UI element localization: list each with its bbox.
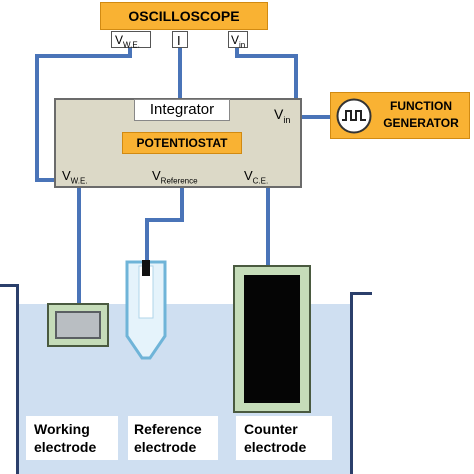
- oscilloscope-box: OSCILLOSCOPE: [100, 2, 268, 30]
- counter-electrode-caption: Counter electrode: [236, 416, 332, 460]
- wire-we-vertical-left: [35, 54, 39, 180]
- integrator-label: Integrator: [134, 99, 230, 121]
- oscilloscope-pin-we: VW.E.: [111, 31, 151, 50]
- counter-caption-line1: Counter: [244, 421, 298, 437]
- potentiostat-title-box: POTENTIOSTAT: [122, 132, 242, 154]
- wire-reference-down: [180, 188, 184, 222]
- wire-we-into-scope: [128, 46, 132, 58]
- potentiostat-vref: VReference: [152, 168, 198, 186]
- potentiostat-vref-sub: Reference: [160, 176, 198, 186]
- function-generator-box: FUNCTION GENERATOR: [330, 92, 470, 139]
- potentiostat-vin: Vin: [274, 106, 290, 125]
- potentiostat-vref-main: V: [152, 168, 161, 183]
- reference-electrode-caption: Reference electrode: [128, 416, 218, 460]
- wire-we-bottom: [35, 178, 61, 182]
- wire-counter-down: [266, 188, 270, 266]
- pin-vin-sub: in: [239, 40, 246, 50]
- oscilloscope-pin-vin: Vin: [228, 31, 248, 50]
- potentiostat-vce-main: V: [244, 168, 253, 183]
- potentiostat-vin-main: V: [274, 106, 284, 122]
- potentiostat-vce-sub: C.E.: [252, 176, 269, 186]
- working-electrode: [47, 303, 109, 347]
- potentiostat-vwe-main: V: [62, 168, 71, 183]
- potentiostat-vwe: VW.E.: [62, 168, 88, 186]
- cell-wall-right: [350, 292, 353, 474]
- reference-caption-line1: Reference: [134, 421, 202, 437]
- wire-reference-left: [145, 218, 184, 222]
- wire-current: [178, 46, 182, 98]
- oscilloscope-title: OSCILLOSCOPE: [128, 8, 240, 24]
- potentiostat-vin-sub: in: [283, 114, 291, 125]
- wire-fg: [300, 115, 330, 119]
- wire-we-top: [35, 54, 132, 58]
- pin-we-sub: W.E.: [123, 40, 140, 50]
- working-electrode-surface: [55, 311, 101, 339]
- function-generator-line1: FUNCTION: [390, 99, 452, 113]
- wire-vin-down: [294, 54, 298, 98]
- function-generator-line2: GENERATOR: [383, 116, 459, 130]
- counter-caption-line2: electrode: [244, 439, 307, 455]
- working-caption-line2: electrode: [34, 439, 97, 455]
- wire-vin-top: [235, 46, 239, 58]
- square-wave-icon: [336, 98, 372, 134]
- counter-electrode-surface: [244, 275, 300, 403]
- cell-wall-left: [16, 284, 19, 474]
- cell-wall-right-top: [350, 292, 372, 295]
- potentiostat-vce: VC.E.: [244, 168, 268, 186]
- wire-reference-to-tip: [145, 218, 149, 263]
- oscilloscope-pin-i: I: [172, 31, 188, 48]
- wire-working-down: [77, 188, 81, 304]
- potentiostat-vwe-sub: W.E.: [70, 176, 88, 186]
- reference-caption-line2: electrode: [134, 439, 197, 455]
- pin-vin-main: V: [231, 33, 240, 47]
- working-caption-line1: Working: [34, 421, 90, 437]
- wire-vin-horizontal: [235, 54, 298, 58]
- potentiostat-title: POTENTIOSTAT: [136, 136, 228, 150]
- reference-electrode: [125, 260, 167, 360]
- pin-we-main: V: [115, 33, 124, 47]
- pin-i-label: I: [177, 33, 181, 48]
- cell-wall-left-top: [0, 284, 18, 287]
- working-electrode-caption: Working electrode: [26, 416, 118, 460]
- counter-electrode: [233, 265, 311, 413]
